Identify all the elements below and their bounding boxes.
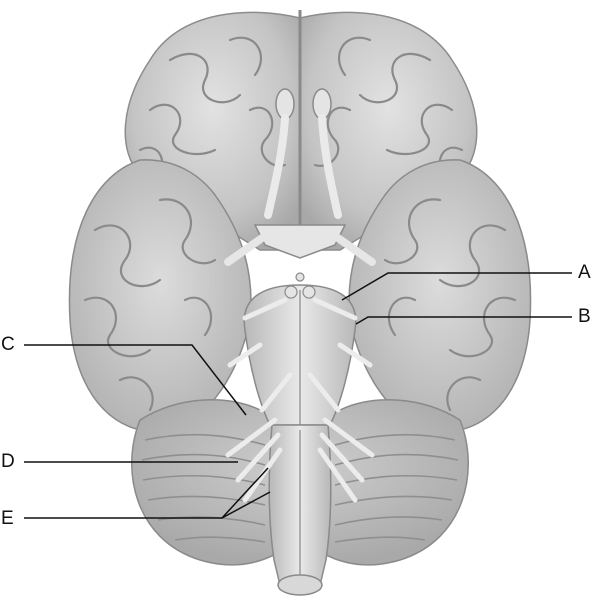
callout-label-a: A	[578, 262, 591, 283]
optic-chiasm	[224, 224, 376, 299]
pons	[243, 284, 357, 426]
leader-line-e-branch	[221, 491, 271, 519]
callout-label-b: B	[578, 306, 591, 327]
callout-label-d: D	[1, 451, 15, 472]
leader-lines	[24, 272, 572, 519]
leader-line-c	[24, 344, 247, 416]
callout-label-c: C	[1, 334, 15, 355]
leader-line-b	[355, 316, 572, 325]
leader-line-a	[341, 272, 572, 301]
callout-label-e: E	[1, 508, 14, 529]
